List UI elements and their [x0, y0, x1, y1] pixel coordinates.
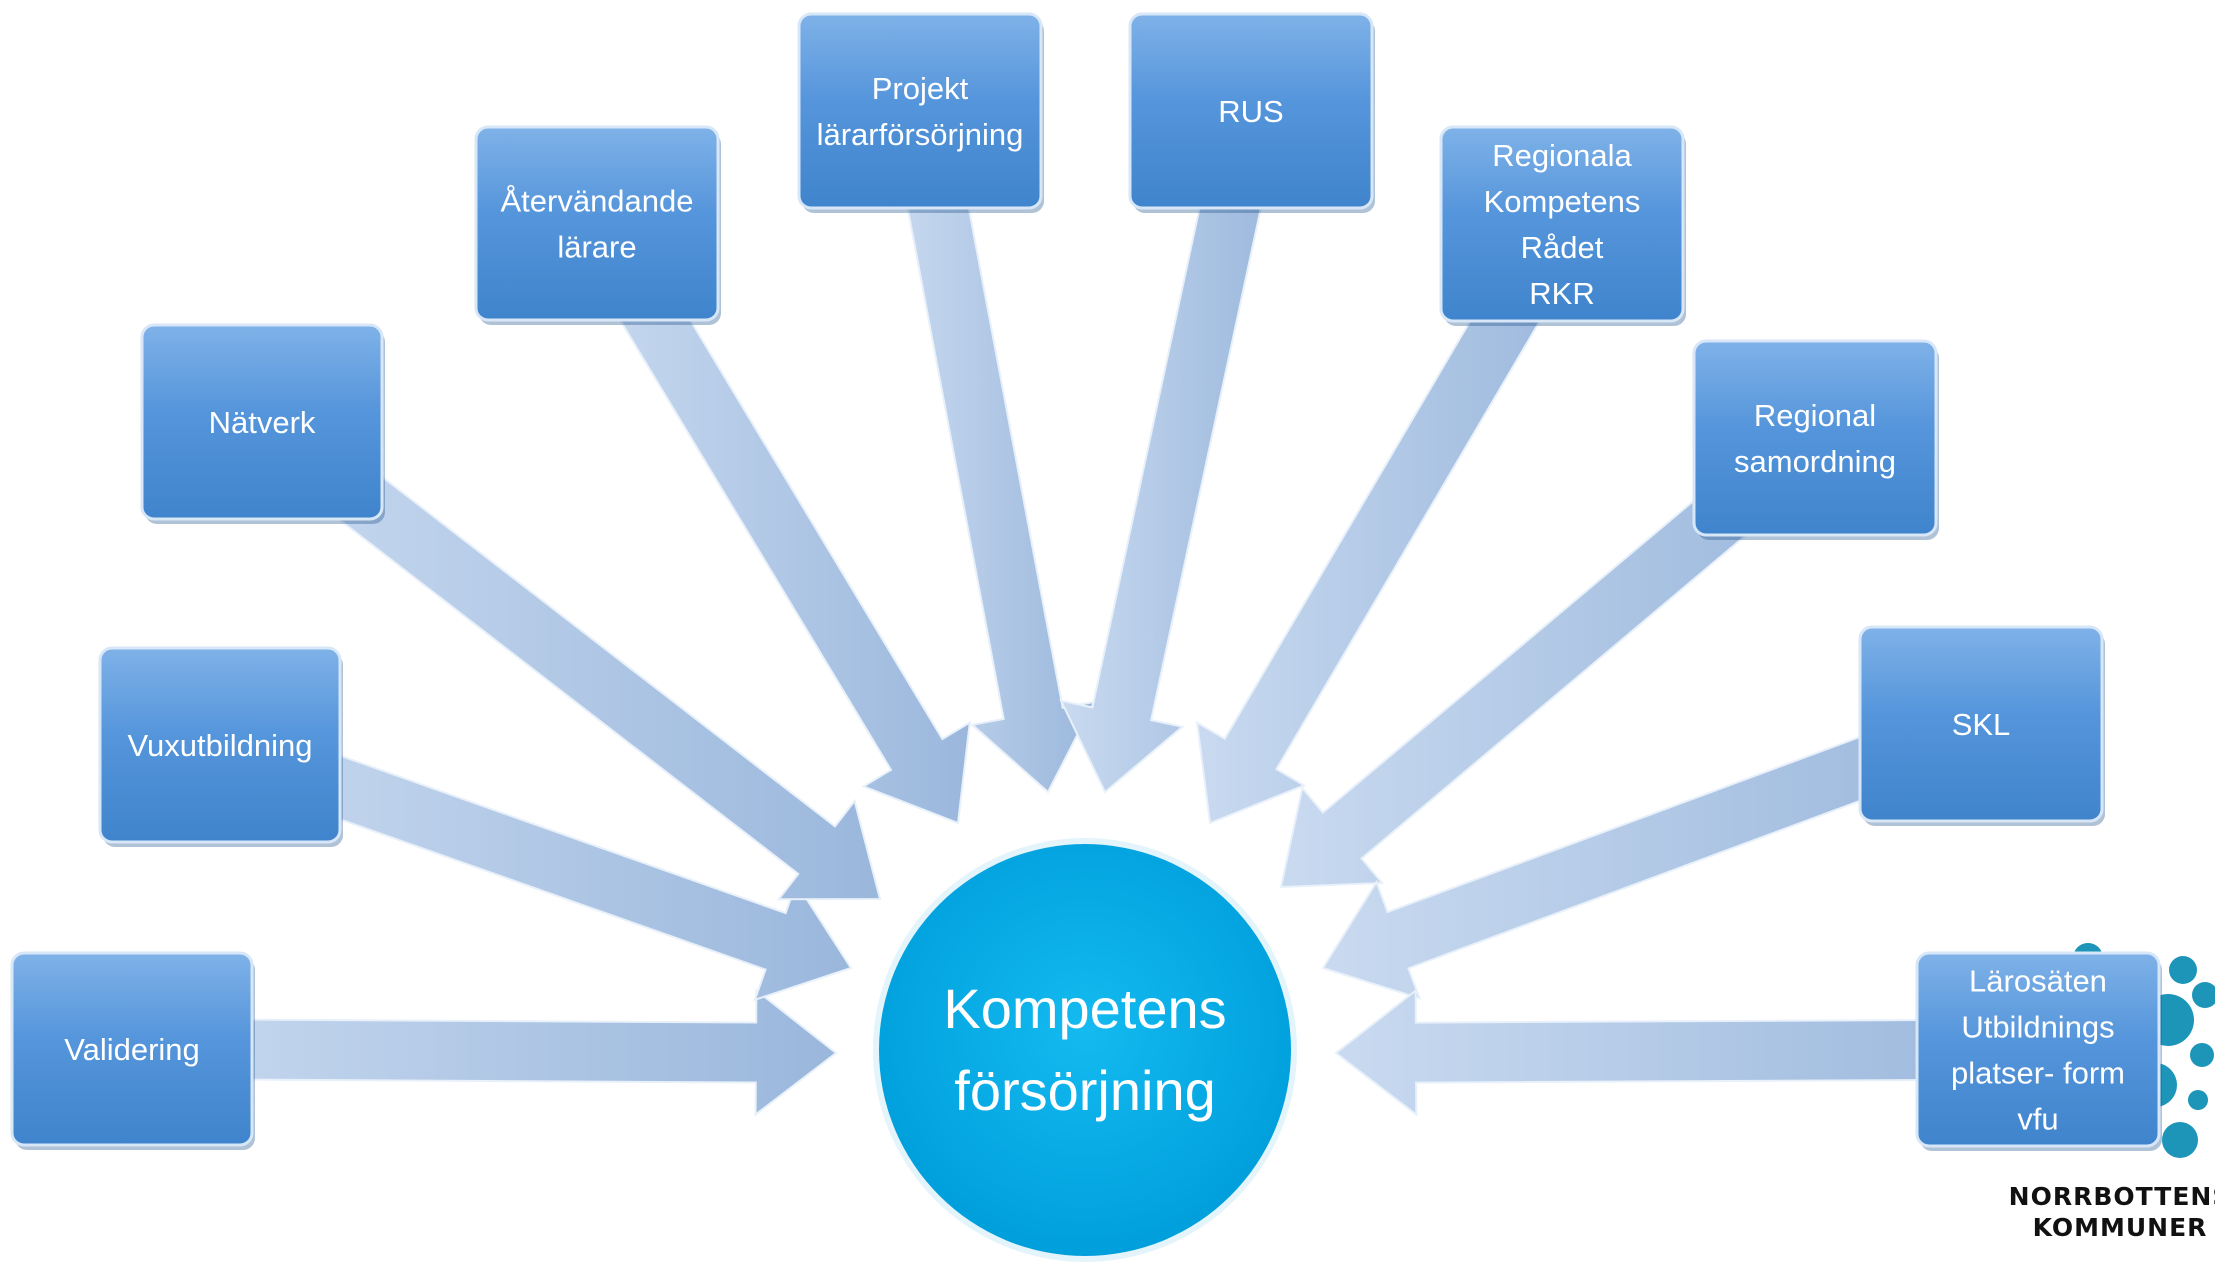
- node-box: [797, 12, 1043, 210]
- node-label-line: Rådet: [1521, 230, 1604, 265]
- hub-layer: Kompetens försörjning: [873, 838, 1297, 1262]
- node-box: [1692, 339, 1938, 537]
- node-label-line: Nätverk: [209, 405, 316, 440]
- node-label-line: Kompetens: [1484, 184, 1641, 219]
- node-label-line: Validering: [64, 1032, 200, 1067]
- arrow-rkr: [1195, 207, 1590, 825]
- node-box: [1439, 125, 1685, 323]
- nodes-layer: Validering Vuxutbildning Nätverk Återvändan…: [10, 12, 2162, 1151]
- node-box: [1915, 951, 2161, 1148]
- hub-label-line: försörjning: [954, 1059, 1215, 1122]
- node-label-line: lärarförsörjning: [817, 117, 1024, 152]
- node-box: [98, 646, 342, 844]
- node-projekt-lararforsorjning: Projekt lärarförsörjning: [797, 12, 1044, 213]
- node-natverk: Nätverk: [140, 323, 385, 524]
- node-box: [10, 951, 254, 1147]
- node-box: [140, 323, 384, 521]
- node-label-line: Lärosäten: [1969, 964, 2107, 999]
- logo-text-line: NORRBOTTENS: [2009, 1182, 2215, 1211]
- node-label-line: Regionala: [1492, 138, 1632, 173]
- node-label-line: samordning: [1734, 444, 1896, 479]
- node-regional-samordning: Regional samordning: [1692, 339, 1939, 540]
- node-box: [1128, 12, 1374, 210]
- node-label-line: lärare: [557, 230, 636, 265]
- node-validering: Validering: [10, 951, 255, 1150]
- logo-dot: [2162, 1122, 2198, 1158]
- arrow-rus: [1059, 103, 1282, 794]
- node-skl: SKL: [1858, 625, 2105, 826]
- node-label-line: Utbildnings: [1961, 1010, 2114, 1045]
- node-label-line: RKR: [1529, 276, 1594, 311]
- node-label-line: Projekt: [872, 71, 969, 106]
- node-vuxutbildning: Vuxutbildning: [98, 646, 343, 847]
- logo-dot: [2169, 956, 2197, 984]
- node-label-line: Vuxutbildning: [128, 728, 313, 763]
- hub-circle: [879, 844, 1291, 1256]
- node-label-line: vfu: [2017, 1102, 2058, 1137]
- node-label-line: Återvändande: [500, 184, 693, 219]
- logo-text-line: KOMMUNER: [2033, 1213, 2208, 1242]
- node-label-line: SKL: [1952, 707, 2011, 742]
- logo-dot: [2190, 1043, 2214, 1067]
- node-atervandande-larare: Återvändande lärare: [474, 125, 721, 325]
- node-label-line: Regional: [1754, 398, 1876, 433]
- node-rus: RUS: [1128, 12, 1375, 213]
- logo-dot: [2188, 1090, 2208, 1110]
- logo-dot: [2192, 982, 2215, 1008]
- node-box: [1858, 625, 2104, 823]
- arrows-layer: [130, 103, 2040, 1117]
- node-label-line: platser- form: [1951, 1056, 2125, 1091]
- hub-label-line: Kompetens: [943, 977, 1226, 1040]
- node-label-line: RUS: [1218, 94, 1283, 129]
- node-box: [474, 125, 720, 322]
